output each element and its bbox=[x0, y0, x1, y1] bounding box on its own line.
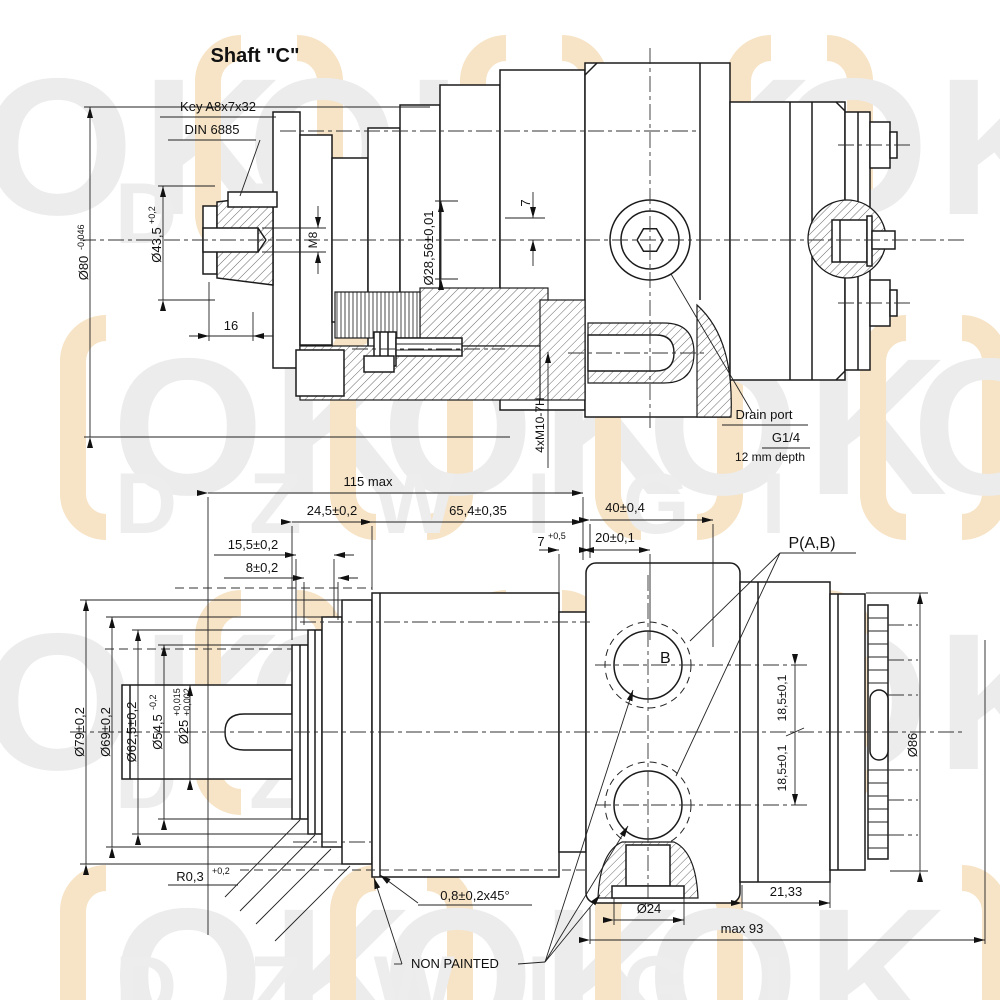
dim-rear-length: 21,33 bbox=[770, 884, 803, 899]
dim-fillet-tol: +0,2 bbox=[212, 866, 230, 876]
label-din: DIN 6885 bbox=[185, 122, 240, 137]
key-seat bbox=[227, 191, 278, 208]
dim-port-block-length: 40±0,4 bbox=[605, 500, 645, 515]
dim-d54: Ø54,5 bbox=[150, 714, 165, 749]
dimensions-top: Ø80 -0,046 Ø43,5 +0,2 M8 bbox=[76, 106, 551, 468]
label-thread-holes: 4xM10-7H bbox=[533, 397, 547, 452]
dimensions-bottom: 115 max 24,5±0,2 65,4±0,35 40±0,4 20±0,1 bbox=[72, 474, 986, 944]
dim-pilot-bore: Ø28,56±0,01 bbox=[421, 210, 436, 285]
dim-port-offset-bottom: 18,5±0,1 bbox=[775, 744, 789, 791]
dim-d69: Ø69±0,2 bbox=[98, 707, 113, 757]
dim-port-position: 20±0,1 bbox=[595, 530, 635, 545]
centerlines-bottom bbox=[70, 575, 965, 910]
dim-d86: Ø86 bbox=[905, 733, 920, 758]
dim-thread-m8: M8 bbox=[306, 231, 320, 248]
dim-taper-d: Ø43,5 bbox=[149, 227, 164, 262]
bottom-view-section: B bbox=[70, 474, 986, 971]
dim-port-offset-top: 18,5±0,1 bbox=[775, 674, 789, 721]
label-drain-thread: G1/4 bbox=[772, 430, 800, 445]
dim-d25: Ø25 bbox=[176, 720, 191, 745]
top-view-section: Ø80 -0,046 Ø43,5 +0,2 M8 bbox=[76, 45, 968, 468]
annotations-top: Shaft "C" Key A8x7x32 DIN 6885 Drain por… bbox=[160, 45, 810, 464]
label-ports-pab: P(A,B) bbox=[788, 535, 835, 552]
dim-rear-total: max 93 bbox=[721, 921, 764, 936]
dim-fillet: R0,3 bbox=[176, 869, 203, 884]
dim-d62: Ø62,5±0,2 bbox=[124, 702, 139, 763]
centerlines-top bbox=[80, 48, 968, 430]
dim-taper-length: 16 bbox=[224, 318, 238, 333]
dim-chamfer: 0,8±0,2x45° bbox=[440, 888, 509, 903]
dim-d54-tol: -0,2 bbox=[148, 694, 158, 710]
label-port-b: B bbox=[660, 650, 671, 667]
dim-total-length: 115 max bbox=[344, 474, 393, 489]
dim-d25-tol-top: +0,015 bbox=[172, 688, 182, 716]
view-title-shaft-c: Shaft "C" bbox=[211, 45, 300, 67]
shaft-bottom bbox=[121, 684, 293, 780]
dim-shaft-od-tol: -0,046 bbox=[76, 224, 86, 250]
dim-flange-step1: 15,5±0,2 bbox=[228, 537, 279, 552]
dim-nut-d24: Ø24 bbox=[637, 901, 662, 916]
watermark-ok-logo: OK bbox=[60, 865, 473, 1000]
dim-shaft-od: Ø80 bbox=[76, 256, 91, 281]
dim-d79: Ø79±0,2 bbox=[72, 707, 87, 757]
flange-cap-screw bbox=[295, 331, 463, 397]
spline-section bbox=[334, 291, 421, 339]
bracket-right-icon bbox=[961, 315, 1000, 540]
watermark-word: DZWIGI bbox=[115, 456, 858, 552]
dim-front-length: 24,5±0,2 bbox=[307, 503, 358, 518]
dim-mid-length: 65,4±0,35 bbox=[449, 503, 507, 518]
dim-spacer-tol: +0,5 bbox=[548, 531, 566, 541]
label-non-painted: NON PAINTED bbox=[411, 956, 499, 971]
dim-d25-tol-bot: +0,002 bbox=[182, 688, 192, 716]
watermark-letters: OK bbox=[912, 318, 1000, 536]
label-drain-depth: 12 mm depth bbox=[735, 450, 805, 464]
shaft-hub bbox=[202, 191, 278, 286]
dim-spacer: 7 bbox=[537, 534, 544, 549]
watermark-ok-logo: OK bbox=[860, 315, 1000, 540]
dim-flange-step2: 8±0,2 bbox=[246, 560, 278, 575]
rear-center-plug bbox=[807, 199, 896, 279]
label-drain-port: Drain port bbox=[735, 407, 792, 422]
hex-socket-icon bbox=[636, 227, 664, 253]
dim-offset-7: 7 bbox=[518, 199, 533, 206]
label-key: Key A8x7x32 bbox=[180, 99, 256, 114]
annotations-bottom: P(A,B) NON PAINTED bbox=[373, 535, 856, 971]
dim-taper-d-tol: +0,2 bbox=[147, 206, 157, 224]
watermark-word: DZWIGI bbox=[115, 939, 858, 1000]
